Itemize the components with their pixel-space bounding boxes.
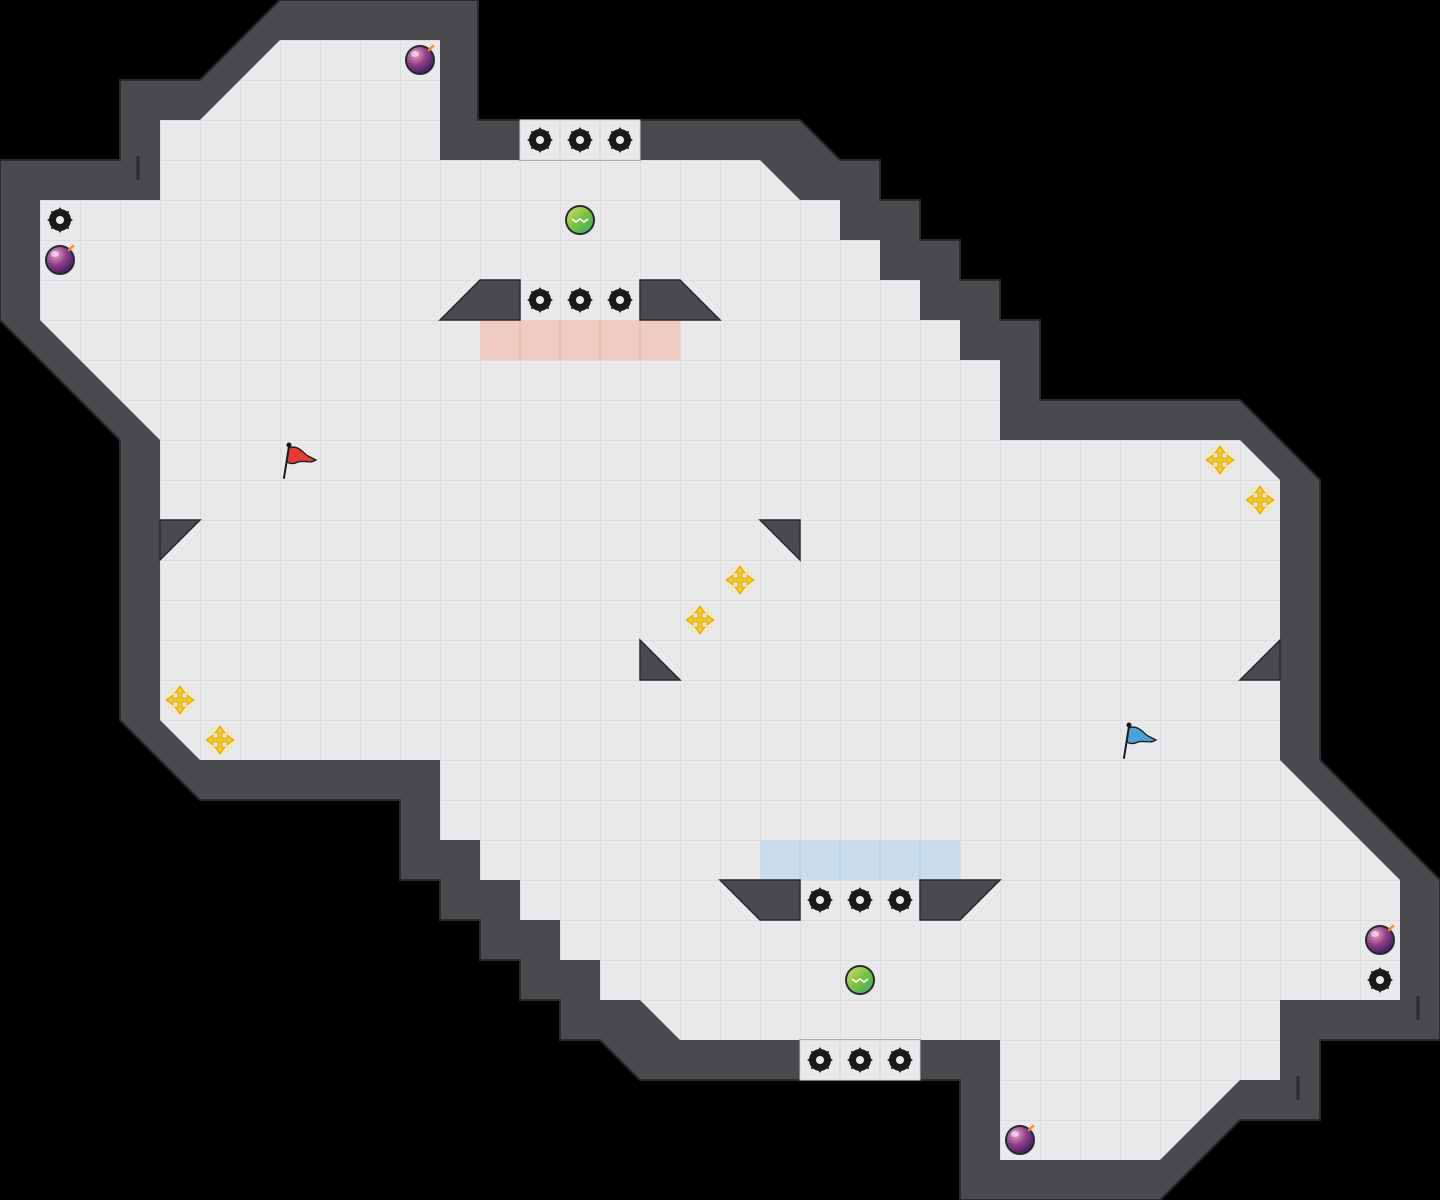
red-flag-icon	[283, 442, 318, 479]
speed-boost-icon	[1245, 485, 1275, 515]
wall-block	[159, 519, 202, 562]
speed-boost-icon	[1205, 445, 1235, 475]
wall-block	[919, 879, 1002, 921]
wall-block	[639, 638, 682, 681]
powerup-orb-icon	[565, 205, 595, 235]
speed-boost-icon	[205, 725, 235, 755]
bomb-icon	[1004, 1124, 1036, 1156]
flag-pole-top	[286, 442, 292, 448]
speed-boost-icon	[725, 565, 755, 595]
speed-boost-icon	[685, 605, 715, 635]
wall-block	[639, 279, 722, 321]
team-zones	[480, 320, 960, 880]
red-team-zone	[480, 320, 680, 360]
wall-block	[1238, 638, 1281, 681]
floor-area	[40, 40, 1400, 1160]
bomb-icon	[44, 244, 76, 276]
wall-block	[438, 279, 521, 321]
powerup-orb-icon	[845, 965, 875, 995]
bomb-icon	[404, 44, 436, 76]
speed-boost-icon	[165, 685, 195, 715]
bomb-icon	[1364, 924, 1396, 956]
map-entities	[44, 44, 1396, 1156]
flag-cloth	[286, 446, 318, 465]
interior-walls	[136, 119, 1420, 1100]
blue-flag-icon	[1123, 722, 1158, 759]
blue-team-zone	[760, 840, 960, 880]
flag-pole-top	[1126, 722, 1132, 728]
wall-block	[758, 519, 801, 562]
map-floor	[40, 40, 1400, 1160]
flag-cloth	[1126, 726, 1158, 745]
wall-block	[718, 879, 801, 921]
